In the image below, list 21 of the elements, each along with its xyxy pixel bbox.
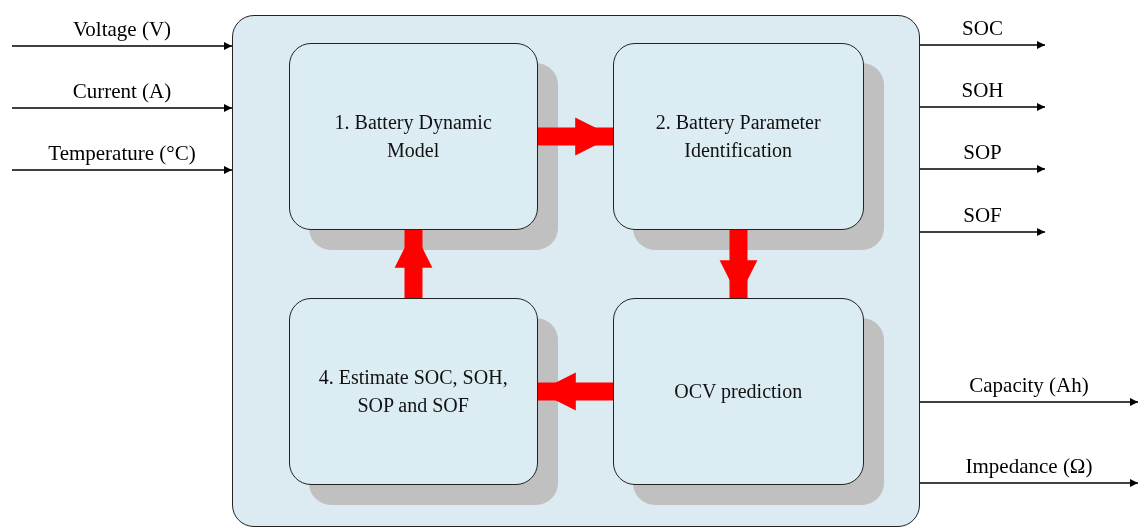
process-box (288, 297, 538, 485)
arrow (919, 398, 1139, 406)
arrow (919, 228, 1046, 236)
arrow (11, 166, 233, 174)
arrow (919, 165, 1046, 173)
block-arrow (538, 372, 613, 411)
block-arrow (719, 230, 758, 298)
arrow (919, 41, 1046, 49)
box-label: OCV prediction (674, 379, 803, 405)
process-box (612, 297, 864, 485)
process-box (612, 42, 864, 230)
box-label: 4. Estimate SOC, SOH, SOP and SOF (317, 365, 509, 419)
arrow (919, 103, 1046, 111)
box-label: 1. Battery Dynamic Model (333, 110, 493, 164)
box-label: 2. Battery Parameter Identification (654, 110, 822, 164)
arrow (11, 104, 233, 112)
arrow (11, 42, 233, 50)
block-arrow (394, 230, 433, 298)
block-arrow (538, 117, 613, 156)
arrow (919, 479, 1139, 487)
process-box (288, 42, 538, 230)
